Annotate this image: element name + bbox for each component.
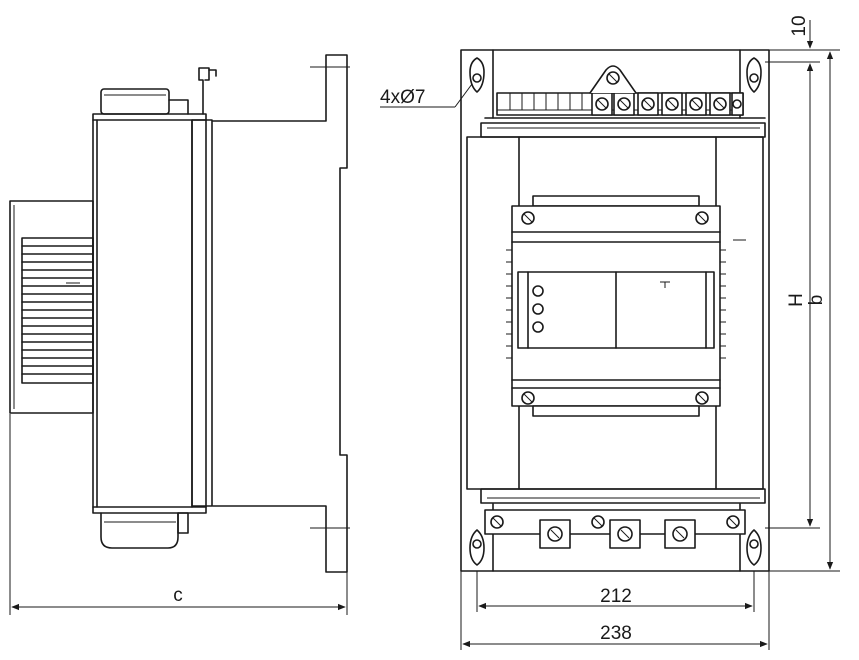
dim-label-238: 238 bbox=[600, 623, 632, 644]
keypad-button-3 bbox=[532, 321, 544, 333]
mounting-hole-top-right bbox=[746, 57, 762, 93]
mounting-hole-top-left bbox=[469, 57, 485, 93]
side-mounting-plate bbox=[212, 54, 348, 573]
dim-label-b: b bbox=[806, 295, 827, 306]
dim-label-212: 212 bbox=[600, 586, 632, 607]
side-view: c bbox=[9, 54, 350, 615]
keypad-button-1 bbox=[532, 285, 544, 297]
bottom-terminal-strip bbox=[484, 509, 746, 549]
control-module bbox=[506, 195, 726, 417]
front-view: 4xØ7 bbox=[380, 49, 770, 572]
top-terminal-strip bbox=[496, 65, 744, 116]
side-heatsink-fins bbox=[21, 245, 94, 375]
hole-spec-label: 4xØ7 bbox=[380, 87, 425, 108]
dim-label-c: c bbox=[173, 585, 183, 606]
side-housing bbox=[92, 113, 207, 514]
dim-label-H: H bbox=[786, 293, 807, 307]
mounting-hole-bottom-left bbox=[469, 529, 485, 566]
dim-label-10: 10 bbox=[789, 15, 810, 36]
keypad-button-2 bbox=[532, 303, 544, 315]
side-top-terminal bbox=[100, 88, 170, 115]
mounting-hole-bottom-right bbox=[746, 529, 762, 566]
dimensions: 10 H b 212 238 bbox=[460, 15, 840, 650]
side-bottom-terminal bbox=[100, 512, 179, 549]
